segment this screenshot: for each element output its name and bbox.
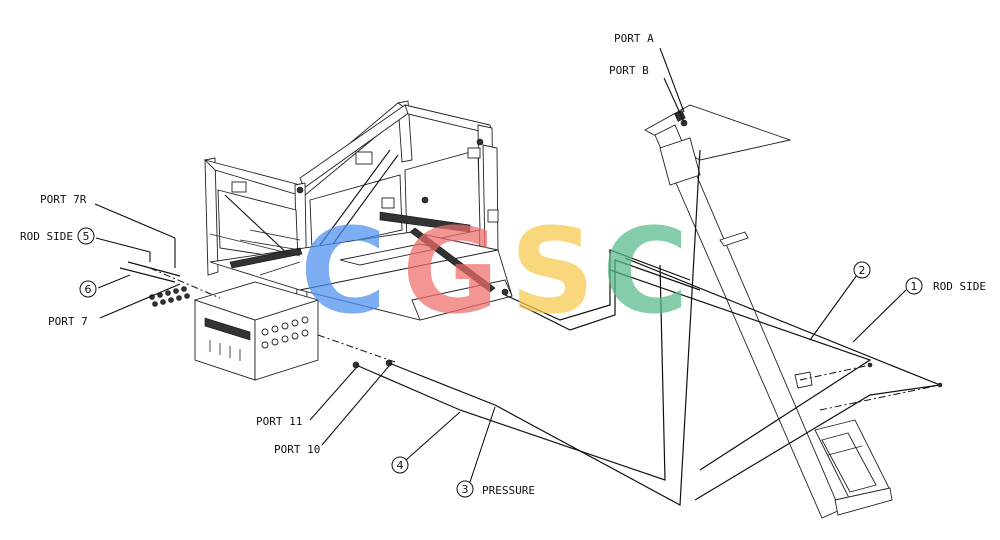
watermark-letter-c2: C: [602, 202, 689, 340]
label-port-10: PORT 10: [274, 443, 320, 456]
hose-routing: [119, 149, 943, 506]
svg-text:6: 6: [85, 283, 92, 296]
callout-circle-2: 2: [853, 261, 871, 279]
label-port-11: PORT 11: [256, 415, 302, 428]
svg-text:1: 1: [911, 280, 918, 293]
watermark-letter-c1: C: [300, 202, 387, 340]
label-port-7r: PORT 7R: [40, 193, 87, 206]
valve-control-box: [149, 281, 393, 381]
callout-circle-5: 5: [77, 227, 95, 245]
label-port-7: PORT 7: [48, 315, 88, 328]
callout-circle-4: 4: [391, 456, 409, 474]
boom-cylinder: [644, 104, 893, 519]
svg-text:4: 4: [397, 459, 404, 472]
leader-lines: [94, 47, 907, 483]
machine-frame: [203, 100, 513, 321]
watermark: C G S C: [300, 202, 689, 340]
watermark-letter-s: S: [510, 202, 595, 340]
svg-text:3: 3: [462, 483, 469, 496]
svg-text:2: 2: [859, 264, 866, 277]
label-port-a: PORT A: [614, 32, 654, 45]
callout-circle-6: 6: [79, 280, 97, 298]
svg-text:5: 5: [83, 230, 90, 243]
watermark-letter-g: G: [402, 202, 499, 340]
callout-circle-3: 3: [456, 480, 474, 498]
callout-circle-1: 1: [905, 277, 923, 295]
label-rod-side-left: ROD SIDE: [20, 230, 73, 243]
label-port-b: PORT B: [609, 64, 649, 77]
label-pressure: PRESSURE: [482, 484, 535, 497]
label-rod-side-right: ROD SIDE: [933, 280, 986, 293]
